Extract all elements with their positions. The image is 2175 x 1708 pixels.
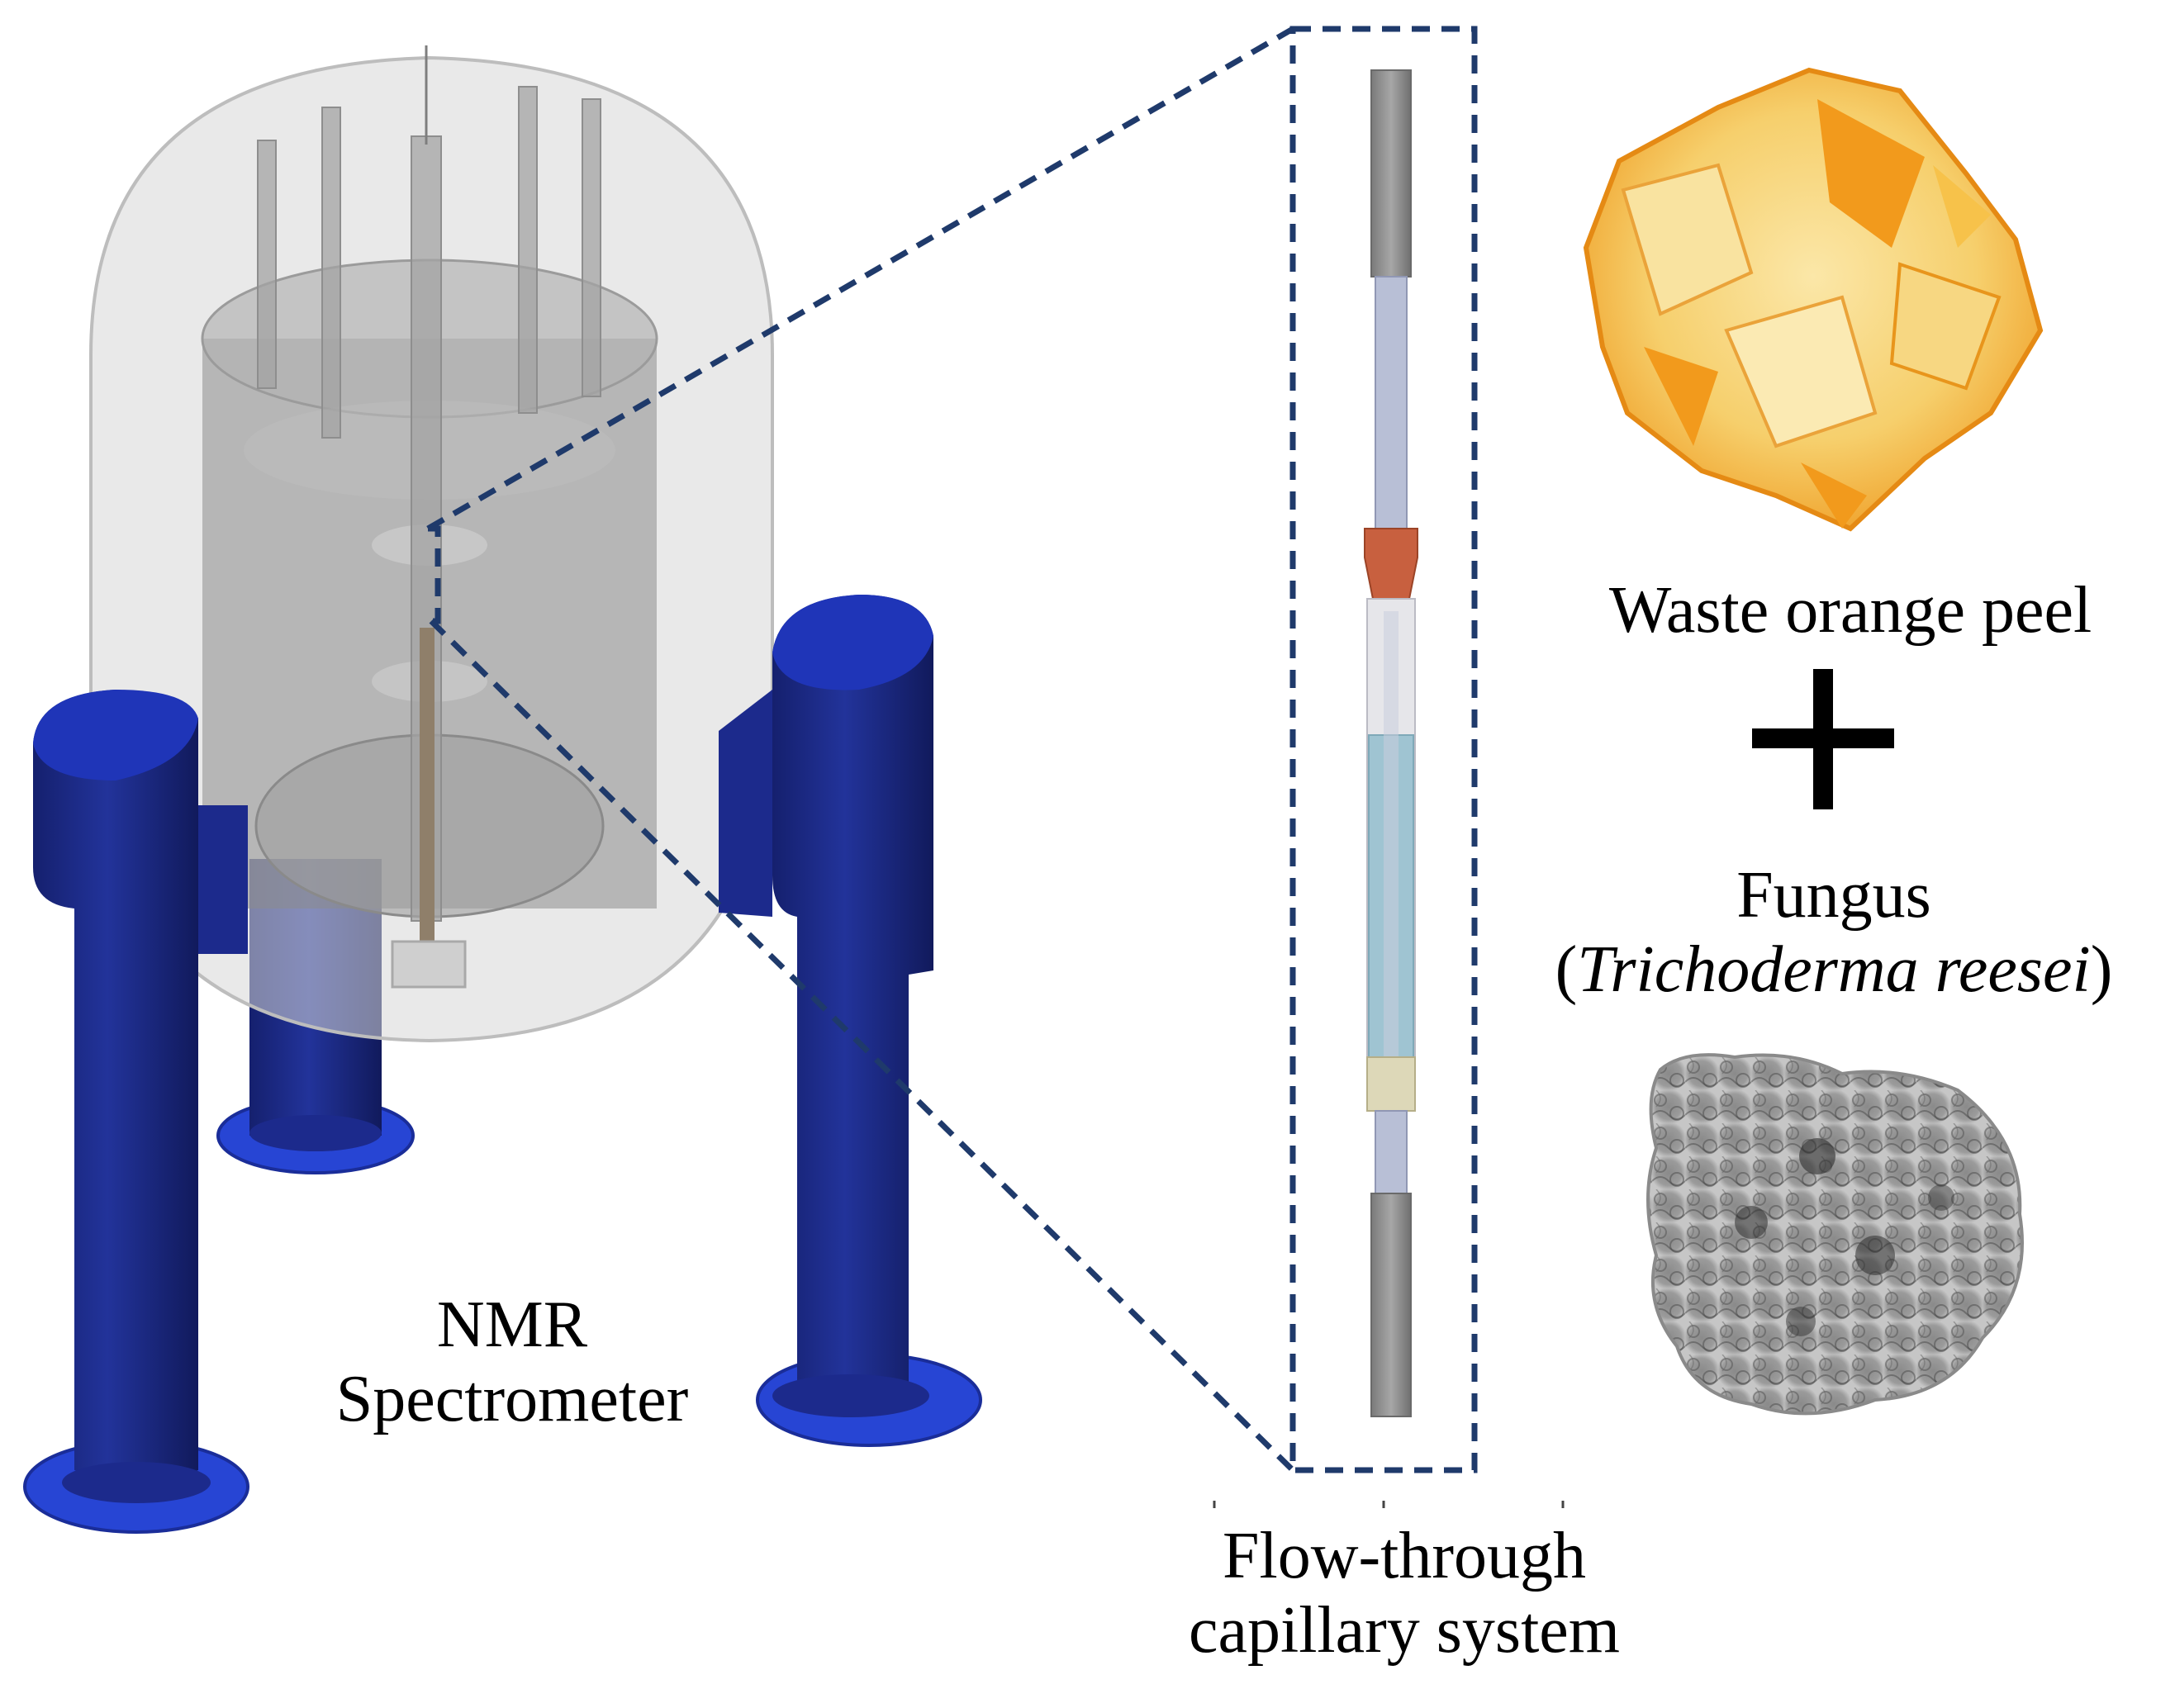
flow-label-line-1: Flow-through: [1223, 1520, 1586, 1592]
nmr-spectrometer-label: NMR Spectrometer: [264, 1288, 760, 1436]
fungus-label-name: Fungus: [1736, 859, 1931, 932]
nmr-spectrometer: [23, 45, 982, 1534]
flow-label-line-2: capillary system: [1188, 1593, 1621, 1667]
capillary-system: [1364, 69, 1418, 1417]
fungus-icon: [1646, 1053, 2024, 1416]
top-connector: [1370, 69, 1412, 278]
orange-peel-label: Waste orange peel: [1520, 574, 2175, 648]
zoom-indicator: [426, 26, 1478, 1473]
nmr-label-line-1: NMR: [436, 1288, 588, 1361]
peel-label-text: Waste orange peel: [1608, 574, 2092, 647]
nmr-label-line-2: Spectrometer: [335, 1362, 689, 1435]
fitting: [1364, 528, 1418, 600]
lower-tube: [1375, 1110, 1408, 1194]
capillary-system-label: Flow-through capillary system: [1107, 1520, 1702, 1668]
zoom-box: [1289, 26, 1478, 1473]
fungus-paren-open: (: [1555, 932, 1578, 1006]
orange-peel-icon: [1583, 67, 2044, 532]
zoom-ticks: [1213, 1501, 1565, 1508]
nmr-probe: [391, 628, 467, 989]
bottom-collar: [1366, 1056, 1416, 1112]
front-leg-right: [719, 595, 982, 1447]
plus-icon: [1752, 669, 1894, 809]
fungus-species: Trichoderma reesei: [1577, 932, 2091, 1006]
fungus-label: Fungus (Trichoderma reesei): [1479, 859, 2175, 1007]
upper-tube: [1375, 276, 1408, 534]
bottom-connector: [1370, 1193, 1412, 1417]
fungus-paren-close: ): [2090, 932, 2113, 1006]
inner-capillary: [1384, 611, 1399, 1107]
front-leg-left: [23, 690, 249, 1534]
fungus-label-species-line: (Trichoderma reesei): [1479, 933, 2175, 1008]
